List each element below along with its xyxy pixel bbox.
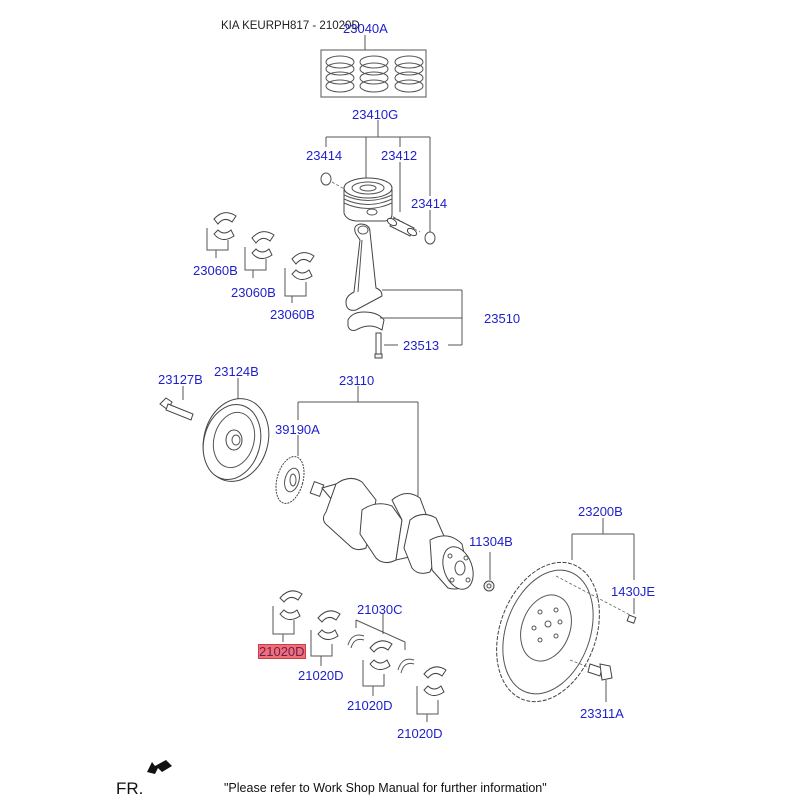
- part-label-23510[interactable]: 23510: [484, 311, 521, 326]
- flywheel-drawing[interactable]: [478, 518, 635, 716]
- conrod-bearing-3-drawing[interactable]: [284, 252, 315, 303]
- part-label-21030C[interactable]: 21030C: [357, 602, 403, 617]
- part-label-23060B-2[interactable]: 23060B: [231, 285, 276, 300]
- part-label-1430JE[interactable]: 1430JE: [611, 584, 656, 599]
- ring-stack-2: [359, 55, 389, 93]
- part-label-23311A[interactable]: 23311A: [580, 706, 624, 721]
- part-label-21020D-4[interactable]: 21020D: [397, 726, 443, 741]
- thrust-bearing-drawing[interactable]: [347, 613, 415, 674]
- main-bearing-2-drawing[interactable]: [310, 610, 341, 666]
- part-label-23040A[interactable]: 23040A: [343, 21, 388, 36]
- part-label-11304B[interactable]: 11304B: [469, 534, 513, 549]
- front-direction-label: FR.: [116, 779, 144, 798]
- part-label-23200B[interactable]: 23200B: [578, 504, 623, 519]
- footer-note: "Please refer to Work Shop Manual for fu…: [224, 781, 547, 795]
- conrod-bolt-drawing[interactable]: [374, 332, 383, 359]
- ring-stack-3: [394, 55, 424, 93]
- piston-drawing[interactable]: [331, 177, 421, 233]
- sprocket-wheel-drawing[interactable]: [271, 453, 309, 506]
- ring-stack-1: [325, 55, 355, 93]
- front-direction-arrow-icon: [147, 760, 172, 774]
- main-bearing-1-drawing[interactable]: [272, 590, 303, 642]
- conrod-bearing-1-drawing[interactable]: [206, 212, 237, 258]
- part-label-39190A[interactable]: 39190A: [275, 422, 320, 437]
- piston-pin-drawing[interactable]: [386, 217, 418, 237]
- pulley-bolt-drawing[interactable]: [159, 386, 194, 421]
- main-bearing-4-drawing[interactable]: [416, 666, 447, 722]
- crankshaft-drawing[interactable]: [309, 478, 478, 593]
- piston-assembly-leader: [325, 120, 431, 232]
- snap-ring-left-drawing[interactable]: [320, 172, 332, 186]
- part-label-23110[interactable]: 23110: [339, 373, 375, 388]
- piston-ring-set-drawing[interactable]: [320, 35, 427, 98]
- crankshaft-pulley-drawing[interactable]: [194, 378, 278, 489]
- flywheel-bolt-drawing[interactable]: [587, 663, 613, 702]
- part-label-21020D-2[interactable]: 21020D: [298, 668, 344, 683]
- connecting-rod-drawing[interactable]: [345, 223, 463, 346]
- part-label-23060B-1[interactable]: 23060B: [193, 263, 238, 278]
- part-label-21020D-highlighted[interactable]: 21020D: [258, 644, 306, 659]
- part-label-23513[interactable]: 23513: [403, 338, 440, 353]
- part-label-23410G[interactable]: 23410G: [352, 107, 399, 122]
- crankshaft-leader: [297, 386, 419, 500]
- plug-drawing[interactable]: [483, 552, 495, 592]
- snap-ring-right-drawing[interactable]: [424, 231, 436, 245]
- part-label-23414-right[interactable]: 23414: [411, 196, 448, 211]
- part-label-23124B[interactable]: 23124B: [214, 364, 259, 379]
- part-label-23412[interactable]: 23412: [381, 148, 418, 163]
- part-label-23060B-3[interactable]: 23060B: [270, 307, 315, 322]
- conrod-bearing-2-drawing[interactable]: [244, 231, 275, 278]
- dowel-pin-drawing[interactable]: [626, 614, 637, 624]
- diagram-title: KIA KEURPH817 - 21020D: [221, 20, 360, 32]
- part-label-23414-left[interactable]: 23414: [306, 148, 343, 163]
- part-label-23127B[interactable]: 23127B: [158, 372, 203, 387]
- part-label-21020D-3[interactable]: 21020D: [347, 698, 393, 713]
- main-bearing-3-drawing[interactable]: [362, 640, 393, 696]
